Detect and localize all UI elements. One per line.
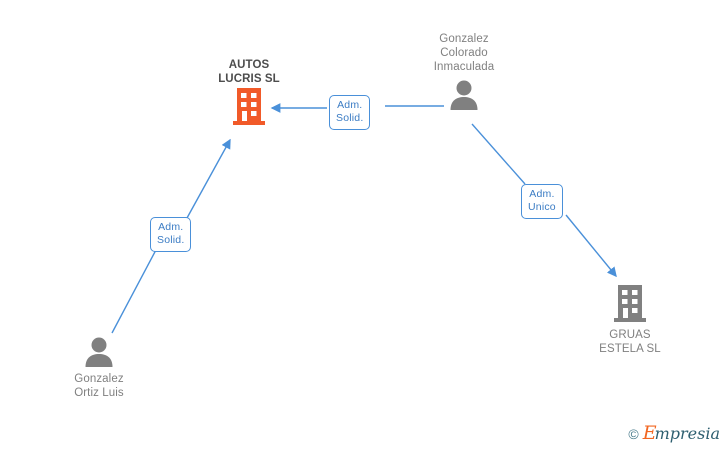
- watermark-brand-initial: E: [642, 422, 657, 444]
- node-gruas-estela[interactable]: GRUAS ESTELA SL: [550, 283, 710, 356]
- node-gonzalez-colorado-inmaculada[interactable]: Gonzalez Colorado Inmaculada: [384, 32, 544, 110]
- node-autos-lucris[interactable]: AUTOS LUCRIS SL: [169, 58, 329, 126]
- watermark-empresia: © E mpresia: [628, 424, 720, 443]
- edge-line-luis-autos: [111, 247, 158, 334]
- edge-line-luis-autos-arrow: [186, 138, 231, 219]
- edge-label-inmaculada-autos[interactable]: Adm. Solid.: [329, 95, 371, 130]
- node-label-gonzalez-ortiz-luis: Gonzalez Ortiz Luis: [74, 373, 124, 399]
- node-gonzalez-ortiz-luis[interactable]: Gonzalez Ortiz Luis: [19, 336, 179, 400]
- building-icon: [232, 86, 266, 126]
- node-label-gruas-estela: GRUAS ESTELA SL: [599, 329, 661, 355]
- edge-line-inmaculada-gruas: [471, 123, 526, 185]
- edge-label-luis-autos[interactable]: Adm. Solid.: [150, 217, 192, 252]
- edge-label-inmaculada-gruas[interactable]: Adm. Unico: [521, 184, 563, 219]
- building-icon: [613, 283, 647, 323]
- person-icon: [447, 79, 481, 110]
- person-icon: [82, 336, 116, 367]
- edge-line-inmaculada-gruas-arrow: [565, 214, 617, 278]
- node-label-autos-lucris: AUTOS LUCRIS SL: [218, 59, 280, 85]
- node-label-gonzalez-colorado-inmaculada: Gonzalez Colorado Inmaculada: [433, 33, 495, 73]
- watermark-brand-rest: mpresia: [654, 424, 720, 443]
- copyright-icon: ©: [628, 425, 639, 442]
